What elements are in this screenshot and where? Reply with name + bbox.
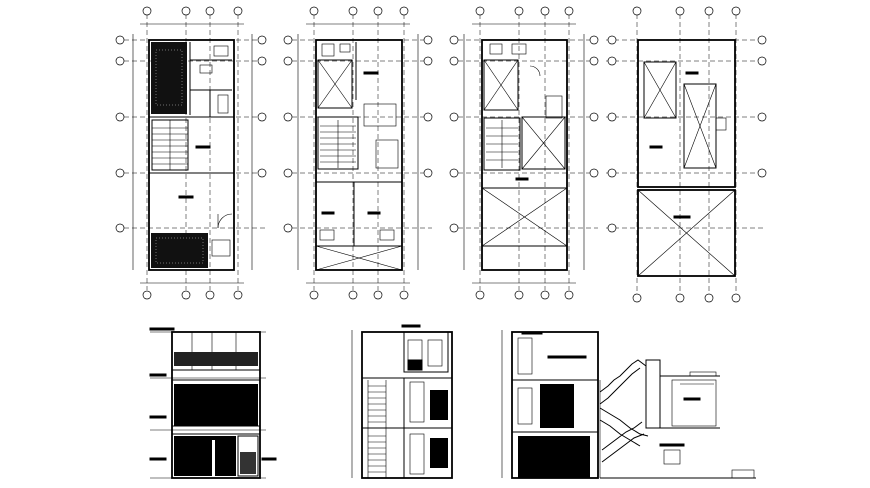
section-stair xyxy=(367,380,387,478)
planter-hatch xyxy=(151,42,187,114)
section-a xyxy=(351,324,453,479)
section-stair-diagonal xyxy=(599,359,649,478)
grid-bubbles-top xyxy=(142,6,243,300)
stair xyxy=(151,119,189,171)
roof-plan xyxy=(606,6,767,303)
grid-bubbles-side xyxy=(115,35,267,233)
floor-plan-2 xyxy=(283,6,433,300)
glazing-upper xyxy=(174,384,258,426)
glazing-lower xyxy=(174,436,236,476)
front-elevation xyxy=(149,327,277,479)
floor-plan-3 xyxy=(449,6,599,300)
planter-hatch-bottom xyxy=(151,233,208,268)
section-b xyxy=(501,330,756,479)
floor-plan-1 xyxy=(115,6,267,300)
